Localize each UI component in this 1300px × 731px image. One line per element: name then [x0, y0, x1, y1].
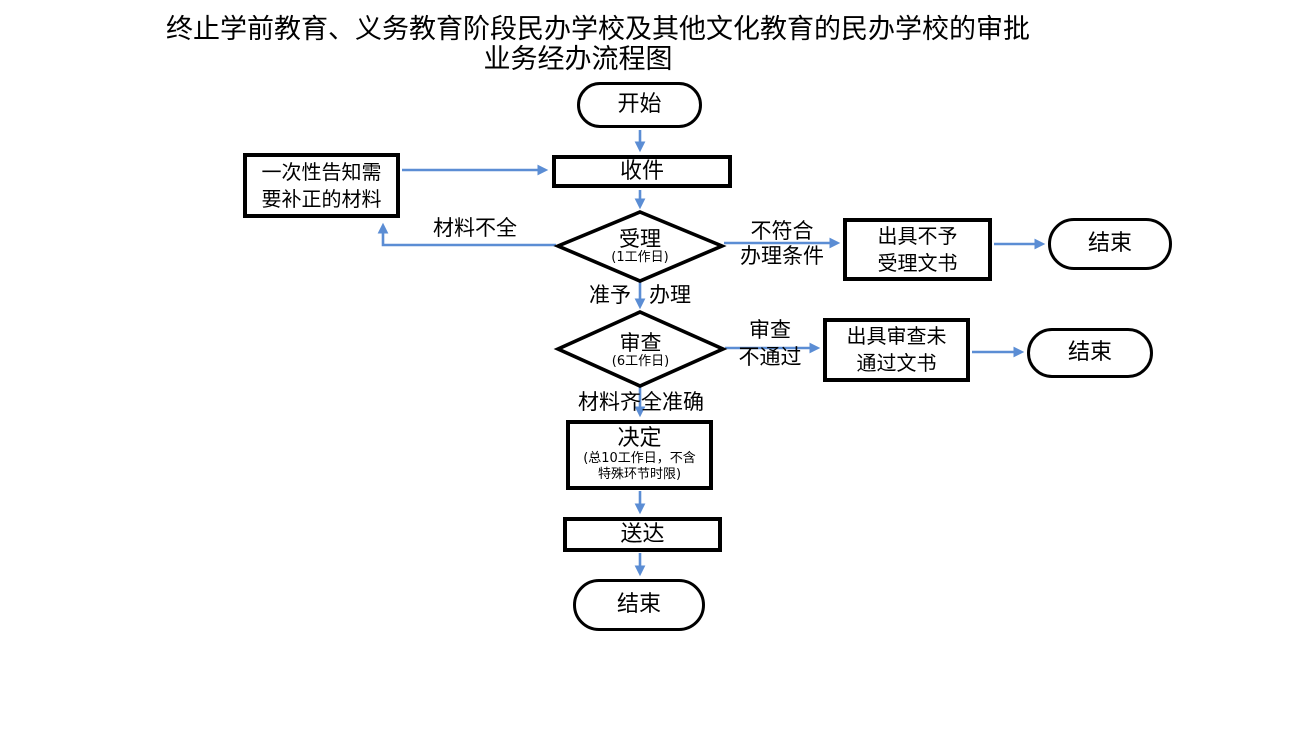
end2-label: 结束: [1067, 340, 1112, 365]
label-not-qualified-line2: 办理条件: [740, 244, 824, 268]
end3-node: 结束: [573, 579, 705, 631]
end1-node: 结束: [1048, 218, 1172, 270]
label-materials-complete: 材料齐全准确: [578, 390, 704, 414]
label-not-qualified-line1: 不符合: [750, 219, 814, 243]
start-label: 开始: [617, 92, 662, 117]
label-approve-left: 准予: [589, 283, 631, 307]
review-label: 审查: [619, 330, 662, 355]
accept-diamond: [553, 210, 727, 283]
accept-duration: (1工作日): [611, 249, 669, 265]
review-node: 审查 (6工作日): [558, 318, 723, 382]
review-fail-doc-line2: 通过文书: [856, 351, 937, 375]
label-not-qualified: 不符合 办理条件: [730, 219, 834, 269]
review-diamond: [553, 310, 728, 388]
label-approve-right: 办理: [649, 283, 691, 307]
decide-label: 决定: [617, 426, 662, 451]
accept-node: 受理 (1工作日): [558, 215, 722, 277]
decide-note1: (总10工作日，不含: [583, 451, 696, 466]
decide-node: 决定 (总10工作日，不含 特殊环节时限): [566, 420, 713, 490]
notify-line2: 要补正的材料: [261, 186, 382, 211]
review-fail-doc-node: 出具审查未 通过文书: [823, 318, 970, 382]
reject-doc-node: 出具不予 受理文书: [843, 218, 992, 281]
label-materials-incomplete: 材料不全: [433, 216, 517, 240]
end2-node: 结束: [1027, 328, 1153, 378]
reject-doc-line2: 受理文书: [877, 250, 958, 275]
accept-label: 受理: [619, 226, 661, 251]
deliver-node: 送达: [563, 517, 722, 552]
reject-doc-line1: 出具不予: [877, 223, 958, 248]
receive-label: 收件: [619, 158, 664, 184]
label-review-fail: 审查 不通过: [718, 317, 822, 371]
page-title-line1: 终止学前教育、义务教育阶段民办学校及其他文化教育的民办学校的审批: [166, 14, 1030, 45]
review-fail-doc-line1: 出具审查未: [846, 324, 947, 348]
review-duration: (6工作日): [611, 353, 670, 369]
start-node: 开始: [577, 82, 702, 128]
end3-label: 结束: [616, 592, 661, 617]
label-review-fail-line1: 审查: [749, 318, 791, 342]
label-review-fail-line2: 不通过: [738, 345, 802, 369]
edge-accept-to-notify: [377, 222, 556, 247]
label-approve: 准予 办理: [565, 283, 715, 308]
notify-supplement-node: 一次性告知需 要补正的材料: [243, 153, 400, 218]
receive-node: 收件: [552, 155, 732, 188]
end1-label: 结束: [1087, 231, 1132, 256]
notify-line1: 一次性告知需: [261, 159, 382, 184]
page-title-line2: 业务经办流程图: [483, 44, 673, 75]
decide-note2: 特殊环节时限): [597, 467, 682, 482]
deliver-label: 送达: [620, 521, 665, 547]
